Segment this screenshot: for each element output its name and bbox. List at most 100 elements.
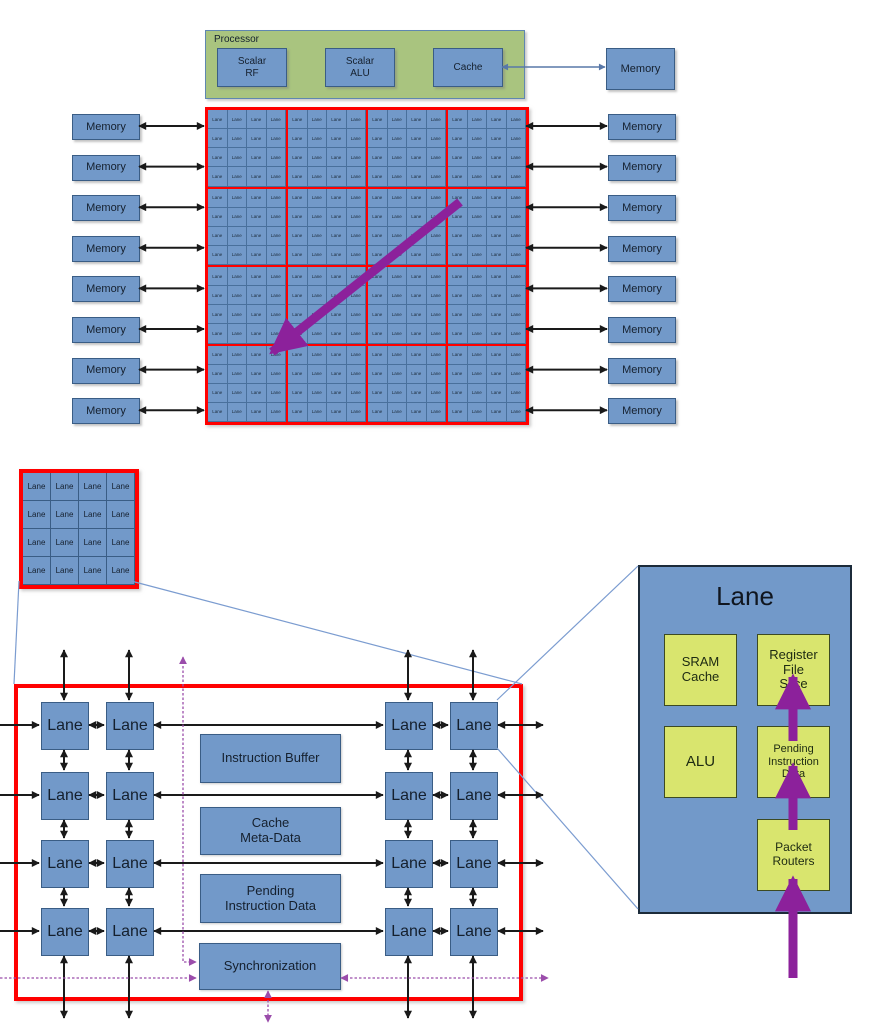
lane-cell: Lane	[23, 529, 51, 557]
lane-block: Lane	[385, 908, 433, 956]
lane-cell: Lane	[288, 188, 308, 208]
lane-cell: Lane	[407, 207, 427, 227]
lane-cell: Lane	[426, 305, 446, 325]
lane-cell: Lane	[426, 402, 446, 422]
lane-cell: Lane	[448, 267, 468, 287]
zoom-wedge-line	[496, 565, 639, 701]
scalar-rf-block: Scalar RF	[217, 48, 287, 87]
lane-cell: Lane	[247, 167, 267, 187]
lane-cell: Lane	[208, 286, 228, 306]
lane-cell: Lane	[487, 402, 507, 422]
lane-cell: Lane	[506, 286, 526, 306]
lane-cell: Lane	[327, 305, 347, 325]
lane-cell: Lane	[448, 305, 468, 325]
lane-cell: Lane	[79, 473, 107, 501]
lane-cell: Lane	[506, 383, 526, 403]
lane-cell: Lane	[506, 267, 526, 287]
lane-cell: Lane	[346, 207, 366, 227]
lane-cell: Lane	[506, 226, 526, 246]
lane-cell: Lane	[487, 345, 507, 365]
lane-cell: Lane	[426, 188, 446, 208]
lane-cell: Lane	[288, 207, 308, 227]
lane-cell: Lane	[426, 129, 446, 149]
lane-cell: Lane	[368, 345, 388, 365]
lane-cell: Lane	[387, 305, 407, 325]
lane-cell: Lane	[307, 267, 327, 287]
lane-cell: Lane	[467, 167, 487, 187]
lane-cell: Lane	[467, 286, 487, 306]
lane-cell: Lane	[307, 245, 327, 265]
lane-cell: Lane	[368, 267, 388, 287]
lane-cell: Lane	[107, 529, 135, 557]
lane-block: Lane	[450, 702, 498, 750]
lane-cell: Lane	[467, 345, 487, 365]
top-memory-block: Memory	[606, 48, 675, 90]
lane-cell: Lane	[426, 207, 446, 227]
lane-cell: Lane	[247, 345, 267, 365]
lane-cell: Lane	[506, 402, 526, 422]
lane-cell: Lane	[23, 557, 51, 585]
lane-cell: Lane	[288, 245, 308, 265]
lane-cell: Lane	[288, 267, 308, 287]
lane-block: Lane	[385, 772, 433, 820]
lane-block: Lane	[41, 702, 89, 750]
lane-cell: Lane	[387, 207, 407, 227]
lane-cell: Lane	[227, 226, 247, 246]
memory-block: Memory	[608, 357, 676, 384]
lane-cell: Lane	[506, 345, 526, 365]
memory-block: Memory	[72, 195, 140, 222]
lane-cell: Lane	[307, 167, 327, 187]
lane-cell: Lane	[288, 226, 308, 246]
memory-block: Memory	[72, 398, 140, 425]
lane-cell: Lane	[307, 226, 327, 246]
lane-cell: Lane	[288, 148, 308, 168]
lane-cell: Lane	[467, 129, 487, 149]
pending-instruction-data-detail-block: Pending Instruction Data	[757, 726, 830, 798]
lane-cell: Lane	[387, 188, 407, 208]
lane-cell: Lane	[368, 188, 388, 208]
lane-cell: Lane	[208, 383, 228, 403]
lane-cell: Lane	[266, 324, 286, 344]
memory-block: Memory	[608, 317, 676, 343]
lane-cell: Lane	[23, 501, 51, 529]
lane-cell: Lane	[227, 188, 247, 208]
lane-cell: Lane	[467, 402, 487, 422]
lane-cell: Lane	[407, 324, 427, 344]
lane-cell: Lane	[467, 226, 487, 246]
lane-cell: Lane	[467, 383, 487, 403]
lane-block: Lane	[41, 772, 89, 820]
lane-cell: Lane	[227, 305, 247, 325]
lane-cell: Lane	[307, 364, 327, 384]
lane-cell: Lane	[327, 267, 347, 287]
lane-cell: Lane	[307, 402, 327, 422]
lane-cell: Lane	[288, 305, 308, 325]
lane-cell: Lane	[387, 167, 407, 187]
zoom-wedge-line	[130, 580, 523, 685]
lane-cell: Lane	[426, 345, 446, 365]
lane-cell: Lane	[307, 383, 327, 403]
lane-cell: Lane	[346, 383, 366, 403]
lane-cell: Lane	[346, 148, 366, 168]
lane-cell: Lane	[51, 473, 79, 501]
lane-cell: Lane	[327, 383, 347, 403]
instruction-buffer-block: Instruction Buffer	[200, 734, 341, 783]
memory-block: Memory	[608, 195, 676, 222]
lane-cell: Lane	[247, 207, 267, 227]
lane-cell: Lane	[51, 501, 79, 529]
memory-block: Memory	[72, 154, 140, 181]
lane-cell: Lane	[227, 286, 247, 306]
lane-cell: Lane	[368, 286, 388, 306]
lane-cell: Lane	[387, 129, 407, 149]
lane-cell: Lane	[407, 267, 427, 287]
lane-cell: Lane	[307, 345, 327, 365]
lane-cell: Lane	[327, 402, 347, 422]
lane-cell: Lane	[467, 364, 487, 384]
lane-cell: Lane	[346, 324, 366, 344]
lane-cell: Lane	[208, 324, 228, 344]
